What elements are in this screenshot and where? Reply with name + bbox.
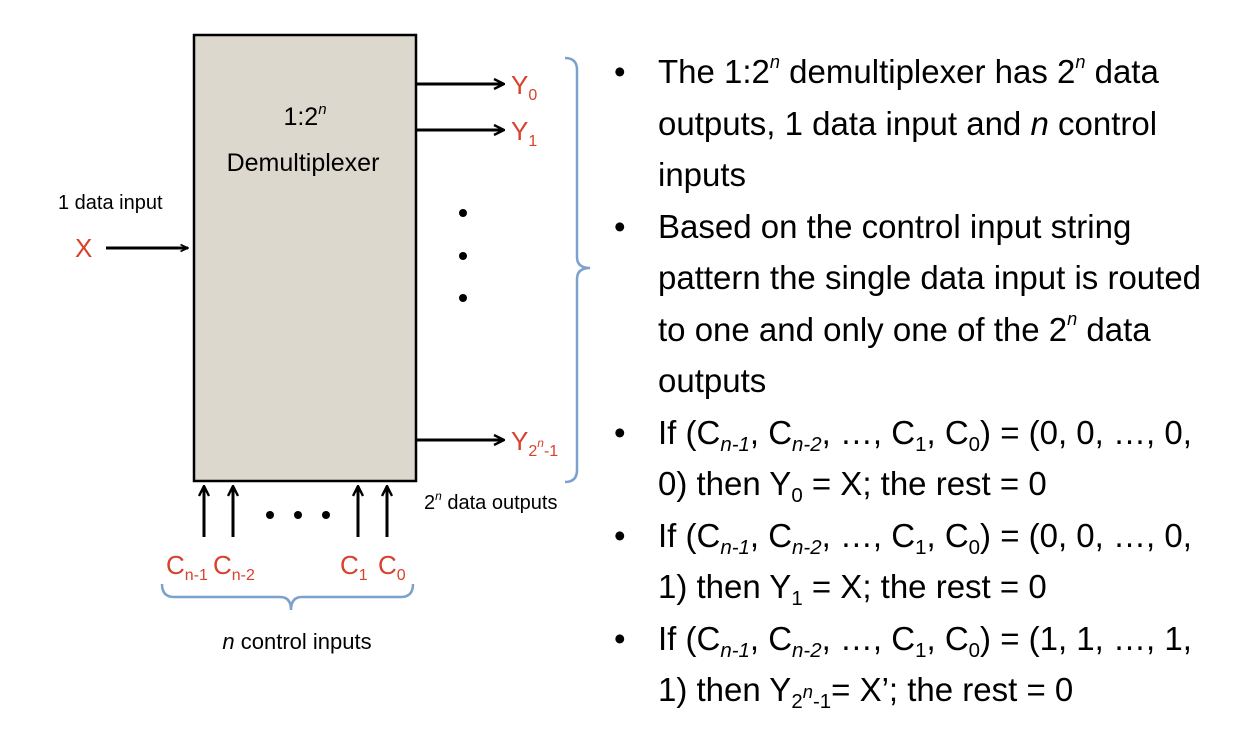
control-label-cn1: Cn-1	[166, 550, 208, 584]
bullet-dot: •	[614, 53, 626, 90]
demux-diagram: 1:2n Demultiplexer 1 data input X Y0 Y1 …	[58, 33, 591, 654]
outputs-caption: 2n data outputs	[424, 489, 557, 514]
bullet-item: •The 1:2n demultiplexer has 2n data outp…	[614, 46, 1224, 201]
control-label-c1: C1	[340, 550, 368, 584]
bullet-dot: •	[614, 207, 626, 245]
block-title-line2: Demultiplexer	[227, 149, 380, 177]
input-signal-x: X	[75, 233, 92, 263]
bullet-item: •If (Cn-1, Cn-2, …, C1, C0) = (0, 0, …, …	[614, 407, 1224, 510]
block-title-exponent: n	[318, 101, 326, 118]
bullet-dot: •	[614, 516, 626, 554]
bullet-dot: •	[614, 619, 626, 657]
bullet-dot: •	[614, 413, 626, 451]
controls-brace	[160, 583, 415, 611]
ellipsis-dot	[459, 209, 467, 217]
ellipsis-dot	[266, 511, 274, 519]
control-label-c0: C0	[378, 550, 406, 584]
bullet-item: •Based on the control input string patte…	[614, 201, 1224, 407]
ellipsis-dot	[459, 294, 467, 302]
bullet-item: •If (Cn-1, Cn-2, …, C1, C0) = (0, 0, …, …	[614, 510, 1224, 613]
ellipsis-dot	[322, 511, 330, 519]
output-label-y1: Y1	[511, 116, 537, 150]
output-label-ylast: Y2n-1	[511, 426, 558, 460]
block-title: 1:2n	[283, 101, 326, 131]
bullet-list: •The 1:2n demultiplexer has 2n data outp…	[614, 46, 1224, 716]
ellipsis-dot	[459, 252, 467, 260]
data-input-label: 1 data input	[58, 192, 163, 214]
demux-block	[192, 33, 418, 483]
controls-caption: n control inputs	[222, 629, 371, 654]
output-label-y0: Y0	[511, 70, 537, 104]
bullet-item: •If (Cn-1, Cn-2, …, C1, C0) = (1, 1, …, …	[614, 613, 1224, 716]
outputs-brace	[564, 56, 591, 484]
control-label-cn2: Cn-2	[213, 550, 255, 584]
ellipsis-dot	[294, 511, 302, 519]
